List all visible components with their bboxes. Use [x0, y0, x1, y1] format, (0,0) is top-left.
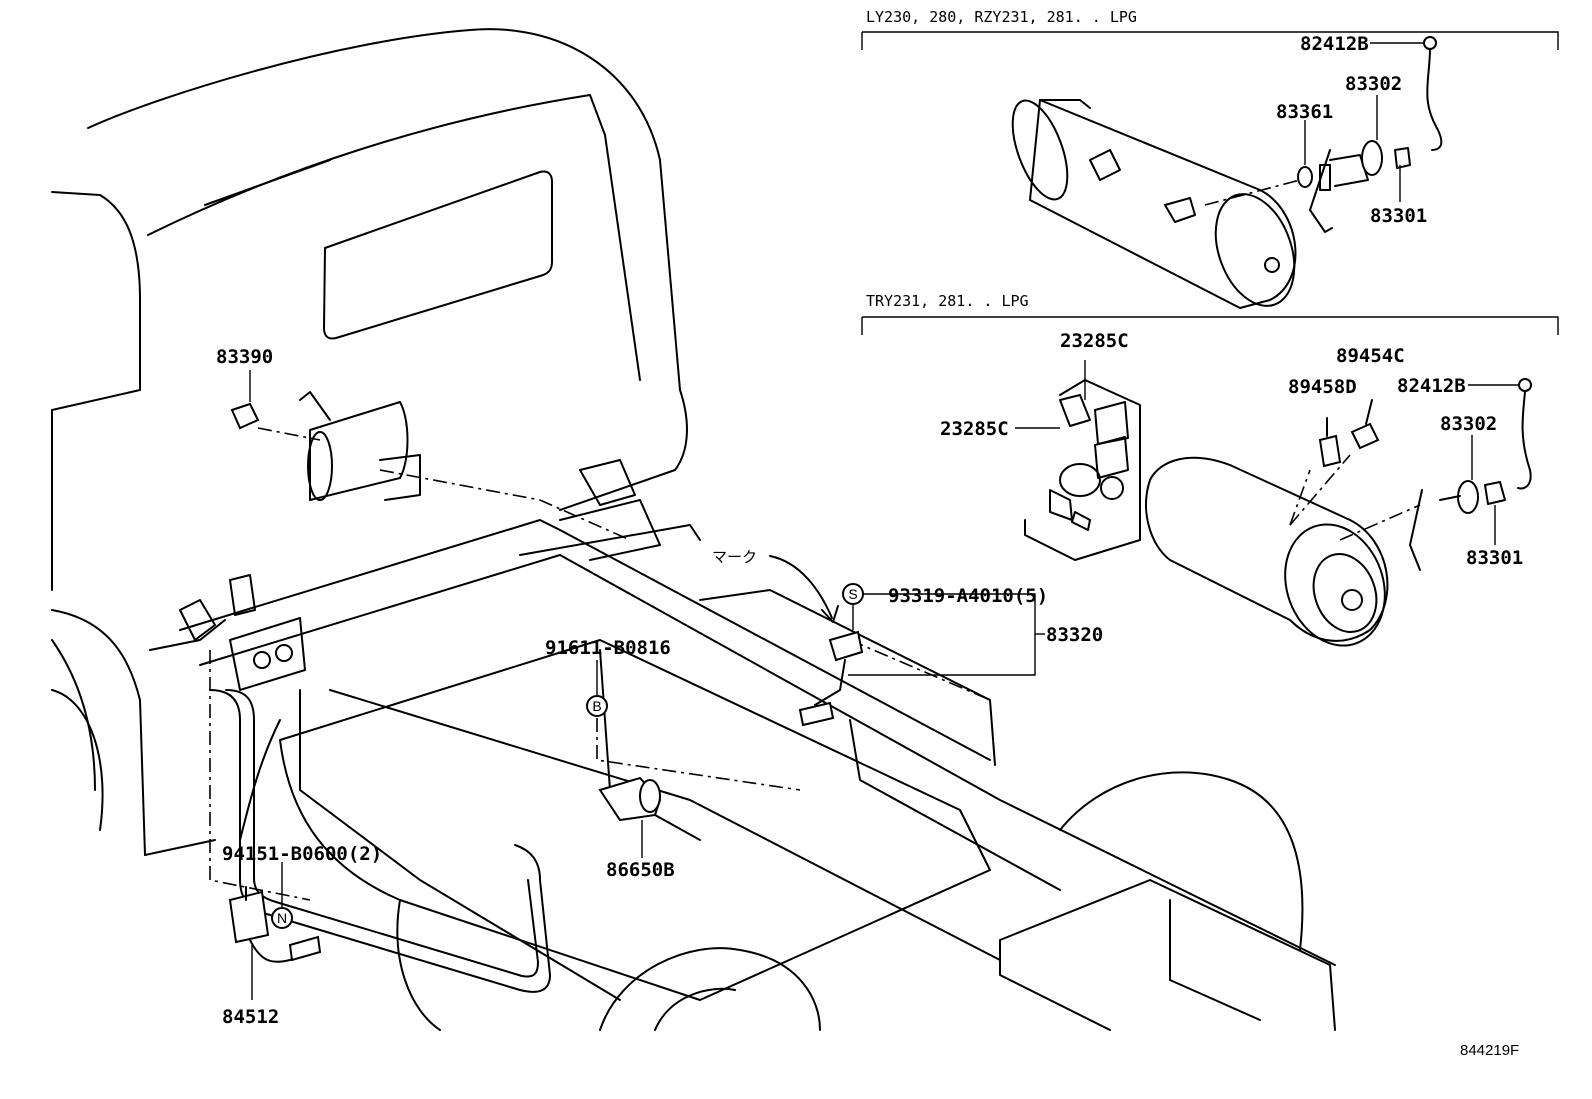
label-89454c: 89454C: [1336, 345, 1405, 367]
callout-b-circle: [586, 695, 608, 717]
label-83320: 83320: [1046, 624, 1103, 646]
label-83301-a: 83301: [1370, 205, 1427, 227]
callout-n-circle: [271, 907, 293, 929]
mark-label: マーク: [712, 549, 757, 566]
label-91611: 91611-B0816: [545, 637, 671, 659]
main-components: [228, 370, 1045, 1000]
callout-s: S: [848, 586, 857, 602]
part-labels: 82412B 83302 83361 83301 23285C 23285C 8…: [216, 33, 1523, 1059]
label-89458d: 89458D: [1288, 376, 1357, 398]
inset-variant-a: LY230, 280, RZY231, 281. . LPG: [861, 8, 1559, 309]
label-23285c-2: 23285C: [940, 418, 1009, 440]
inset-variant-b: TRY231, 281. . LPG: [861, 292, 1559, 647]
label-83361: 83361: [1276, 101, 1333, 123]
label-84512: 84512: [222, 1006, 279, 1028]
label-83302-a: 83302: [1345, 73, 1402, 95]
label-93319: 93319-A4010(5): [888, 585, 1048, 607]
label-94151: 94151-B0600(2): [222, 843, 382, 865]
header-variant-b: TRY231, 281. . LPG: [866, 292, 1029, 310]
label-23285c-1: 23285C: [1060, 330, 1129, 352]
callout-n: N: [277, 910, 287, 926]
callout-s-circle: [842, 583, 864, 605]
chassis-frame: [51, 391, 1336, 1031]
label-82412b-b: 82412B: [1397, 375, 1466, 397]
dashed-leaders: [209, 179, 1421, 901]
label-82412b-a: 82412B: [1300, 33, 1369, 55]
header-variant-a: LY230, 280, RZY231, 281. . LPG: [866, 8, 1137, 26]
callout-b: B: [592, 698, 601, 714]
label-86650b: 86650B: [606, 859, 675, 881]
truck-cab: [51, 28, 688, 856]
label-83302-b: 83302: [1440, 413, 1497, 435]
callout-circles: S B N: [271, 583, 864, 929]
label-83301-b: 83301: [1466, 547, 1523, 569]
drawing-code: 844219F: [1460, 1042, 1519, 1059]
label-83390: 83390: [216, 346, 273, 368]
